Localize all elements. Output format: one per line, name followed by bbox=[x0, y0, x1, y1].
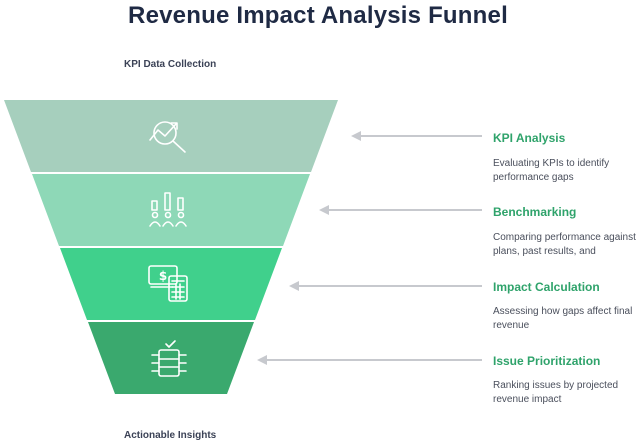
arrowhead-1 bbox=[351, 131, 361, 141]
funnel-bottom-label: Actionable Insights bbox=[124, 430, 217, 441]
funnel-stage-2 bbox=[32, 174, 310, 246]
stage-desc-1: Evaluating KPIs to identify performance … bbox=[493, 158, 610, 183]
funnel-stage-1 bbox=[4, 100, 338, 172]
stage-title-3: Impact Calculation bbox=[493, 280, 600, 294]
stage-desc-3: Assessing how gaps affect final revenue bbox=[493, 306, 633, 331]
arrowhead-2 bbox=[319, 205, 329, 215]
stage-desc-2: Comparing performance against plans, pas… bbox=[493, 232, 636, 257]
stage-desc-4: Ranking issues by projected revenue impa… bbox=[493, 380, 619, 405]
arrowhead-4 bbox=[257, 355, 267, 365]
funnel-stage-4 bbox=[88, 322, 254, 394]
svg-text:$: $ bbox=[159, 269, 167, 283]
stage-title-2: Benchmarking bbox=[493, 205, 577, 219]
funnel-top-label: KPI Data Collection bbox=[124, 59, 217, 70]
team-bar-chart-icon bbox=[149, 192, 187, 227]
analytics-magnifier-icon bbox=[149, 121, 186, 153]
stage-title-1: KPI Analysis bbox=[493, 131, 566, 145]
arrowhead-3 bbox=[289, 281, 299, 291]
stage-title-4: Issue Prioritization bbox=[493, 354, 601, 368]
server-checklist-icon bbox=[151, 340, 187, 377]
page-title: Revenue Impact Analysis Funnel bbox=[128, 2, 508, 29]
money-calculator-icon: $ bbox=[148, 265, 188, 302]
